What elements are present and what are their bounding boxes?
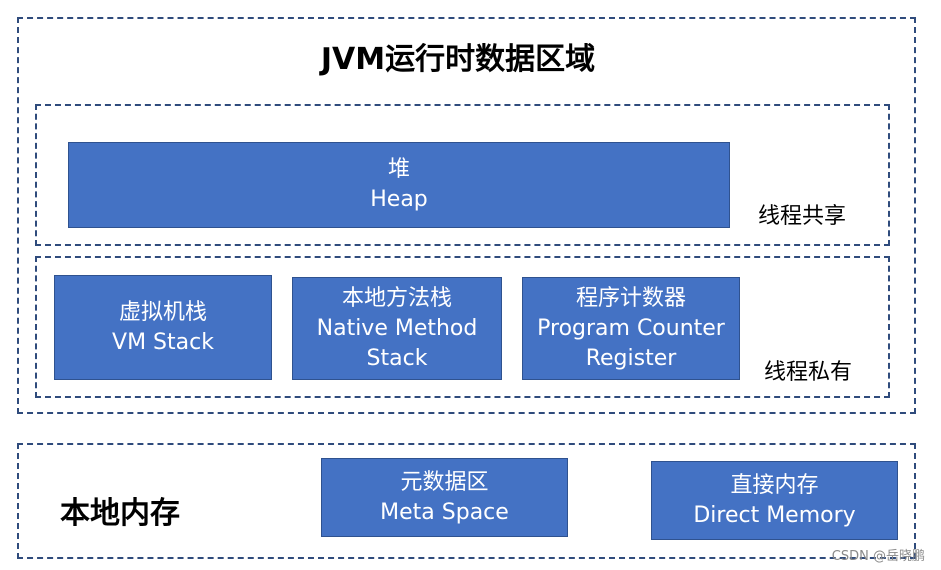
program-counter-register-box: 程序计数器 Program Counter Register bbox=[522, 277, 740, 380]
jvm-runtime-area bbox=[17, 17, 916, 414]
heap-label-en: Heap bbox=[370, 187, 428, 212]
pc-register-label-en-1: Program Counter bbox=[537, 315, 725, 341]
direct-memory-label-zh: 直接内存 bbox=[730, 472, 819, 498]
meta-space-box: 元数据区 Meta Space bbox=[321, 458, 568, 537]
native-stack-label-en-2: Stack bbox=[366, 345, 428, 371]
pc-register-label-zh: 程序计数器 bbox=[575, 285, 686, 311]
thread-shared-label: 线程共享 bbox=[758, 204, 847, 229]
native-memory-label: 本地内存 bbox=[60, 496, 180, 531]
native-stack-label-en-1: Native Method bbox=[316, 315, 478, 341]
heap-label-zh: 堆 bbox=[387, 157, 410, 182]
watermark: CSDN @岳晓鹏 bbox=[831, 549, 925, 564]
pc-register-label-en-2: Register bbox=[585, 345, 677, 371]
vm-stack-label-en: VM Stack bbox=[112, 329, 214, 355]
direct-memory-box: 直接内存 Direct Memory bbox=[651, 461, 898, 540]
thread-private-region bbox=[35, 256, 890, 398]
native-method-stack-box: 本地方法栈 Native Method Stack bbox=[292, 277, 502, 380]
jvm-area-title: JVM运行时数据区域 bbox=[320, 42, 596, 77]
thread-shared-region bbox=[35, 104, 890, 246]
thread-private-label: 线程私有 bbox=[764, 360, 853, 385]
vm-stack-box: 虚拟机栈 VM Stack bbox=[54, 275, 272, 380]
meta-space-label-en: Meta Space bbox=[380, 499, 509, 525]
native-memory-region bbox=[17, 443, 916, 559]
direct-memory-label-en: Direct Memory bbox=[693, 502, 856, 528]
native-stack-label-zh: 本地方法栈 bbox=[341, 285, 452, 311]
vm-stack-label-zh: 虚拟机栈 bbox=[118, 299, 207, 325]
heap-box: 堆 Heap bbox=[68, 142, 730, 228]
meta-space-label-zh: 元数据区 bbox=[400, 469, 489, 495]
